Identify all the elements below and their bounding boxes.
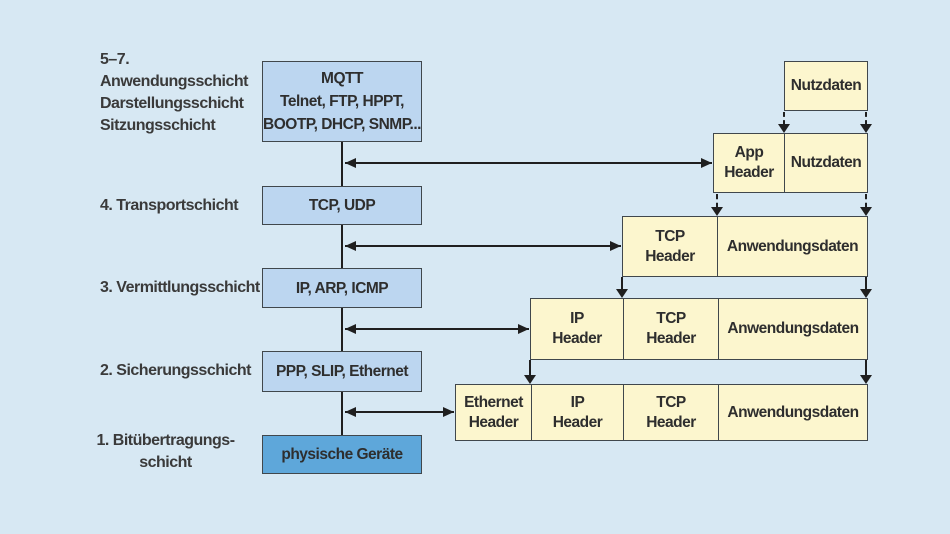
stack-connector-line [341,392,343,435]
layer-label-network: 3. Vermittlungsschicht [100,279,260,296]
layer-label-application: 5–7. Anwendungsschicht Darstellungsschic… [100,51,248,134]
encapsulation-row-ip: IP Header TCP Header Anwendungsdaten [530,298,868,360]
encapsulation-row-app: App Header Nutzdaten [713,133,868,193]
data-cell: IP Header [531,385,623,440]
data-cell: Ethernet Header [464,393,523,431]
protocol-box-application: MQTT Telnet, FTP, HPPT, BOOTP, DHCP, SNM… [262,61,422,142]
layer-label-datalink: 2. Sicherungsschicht [100,362,251,379]
layer-label-transport: 4. Transportschicht [100,197,239,214]
data-cell: TCP Header [623,385,718,440]
arrow-application-data [345,158,712,168]
data-cell: App Header [724,144,774,181]
data-cell: Nutzdaten [784,134,867,192]
data-cell: TCP Header [645,227,695,265]
data-cell: Anwendungsdaten [718,299,867,359]
arrow-datalink-data [345,407,454,417]
data-cell: Anwendungsdaten [718,385,867,440]
protocol-box-datalink: PPP, SLIP, Ethernet [262,351,422,392]
data-cell: TCP Header [623,299,718,359]
encapsulation-row-tcp: TCP Header Anwendungsdaten [622,216,868,277]
protocol-box-transport: TCP, UDP [262,186,422,225]
protocol-box-network: IP, ARP, ICMP [262,268,422,308]
stack-connector-line [341,142,343,186]
stack-connector-line [341,308,343,351]
encapsulation-row-ethernet: Ethernet Header IP Header TCP Header Anw… [455,384,868,441]
data-cell: Anwendungsdaten [717,217,867,276]
arrow-network-data [345,324,529,334]
data-cell: Nutzdaten [790,77,862,94]
protocol-box-physical: physische Geräte [262,435,422,474]
layer-label-physical: 1. Bitübertragungs- schicht [96,432,235,471]
data-cell: IP Header [552,310,602,347]
encapsulation-row-payload: Nutzdaten [784,61,868,111]
arrow-transport-data [345,241,621,251]
stack-connector-line [341,225,343,268]
